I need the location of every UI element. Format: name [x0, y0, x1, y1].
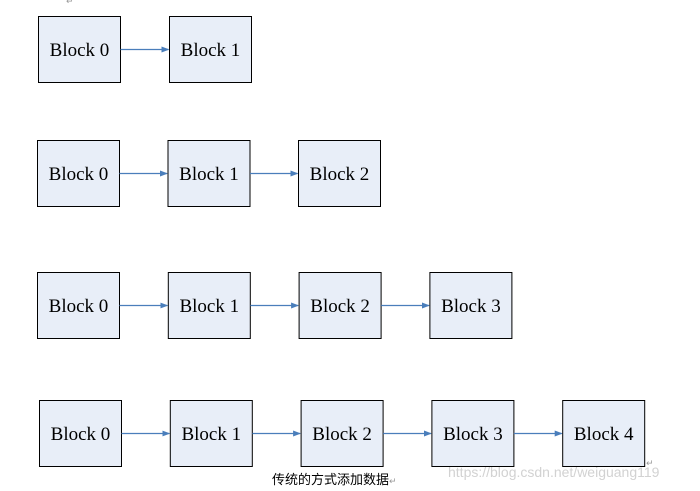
block-label: Block 2	[310, 164, 370, 185]
block-label: Block 0	[51, 424, 111, 445]
block-box	[429, 272, 513, 339]
block-box	[38, 16, 121, 83]
block-label: Block 3	[443, 424, 503, 445]
watermark-paragraph-mark: ↵	[646, 459, 654, 469]
block-box	[431, 400, 515, 467]
block-0-0: Block 0	[38, 16, 121, 83]
block-3-2: Block 2	[300, 400, 384, 467]
top-paragraph-mark: ↵	[66, 0, 74, 7]
block-row-1: Block 0 Block 1	[38, 16, 252, 83]
block-box	[37, 140, 120, 207]
block-label: Block 1	[179, 296, 239, 317]
block-label: Block 3	[441, 296, 501, 317]
block-label: Block 1	[181, 40, 241, 61]
block-3-4: Block 4	[562, 400, 646, 467]
caption-paragraph-mark: ↵	[389, 477, 397, 487]
block-1-0: Block 0	[37, 140, 120, 207]
block-box	[169, 400, 253, 467]
watermark-text: https://blog.csdn.net/weiguang119	[448, 464, 660, 480]
block-0-1: Block 1	[169, 16, 252, 83]
block-label: Block 4	[574, 424, 634, 445]
block-row-4: Block 0 Block 1 Block 2 Block 3 Block 4	[39, 400, 646, 467]
diagram-caption: 传统的方式添加数据↵	[272, 472, 397, 491]
block-label: Block 0	[49, 296, 109, 317]
block-label: Block 2	[312, 424, 372, 445]
block-box	[562, 400, 646, 467]
block-row-3: Block 0 Block 1 Block 2 Block 3	[37, 272, 513, 339]
block-2-2: Block 2	[298, 272, 382, 339]
block-3-1: Block 1	[169, 400, 253, 467]
block-label: Block 1	[181, 424, 241, 445]
block-label: Block 1	[179, 164, 239, 185]
block-1-2: Block 2	[298, 140, 381, 207]
block-2-3: Block 3	[429, 272, 513, 339]
block-box	[300, 400, 384, 467]
block-box	[169, 16, 252, 83]
block-label: Block 0	[50, 40, 110, 61]
block-label: Block 2	[310, 296, 370, 317]
block-3-0: Block 0	[39, 400, 122, 467]
block-row-2: Block 0 Block 1 Block 2	[37, 140, 381, 207]
block-box	[167, 140, 251, 207]
block-2-1: Block 1	[167, 272, 251, 339]
block-box	[37, 272, 120, 339]
block-2-0: Block 0	[37, 272, 120, 339]
block-box	[39, 400, 122, 467]
block-label: Block 0	[49, 164, 109, 185]
block-box	[298, 140, 381, 207]
block-3-3: Block 3	[431, 400, 515, 467]
block-1-1: Block 1	[167, 140, 251, 207]
caption-text: 传统的方式添加数据	[272, 473, 390, 488]
